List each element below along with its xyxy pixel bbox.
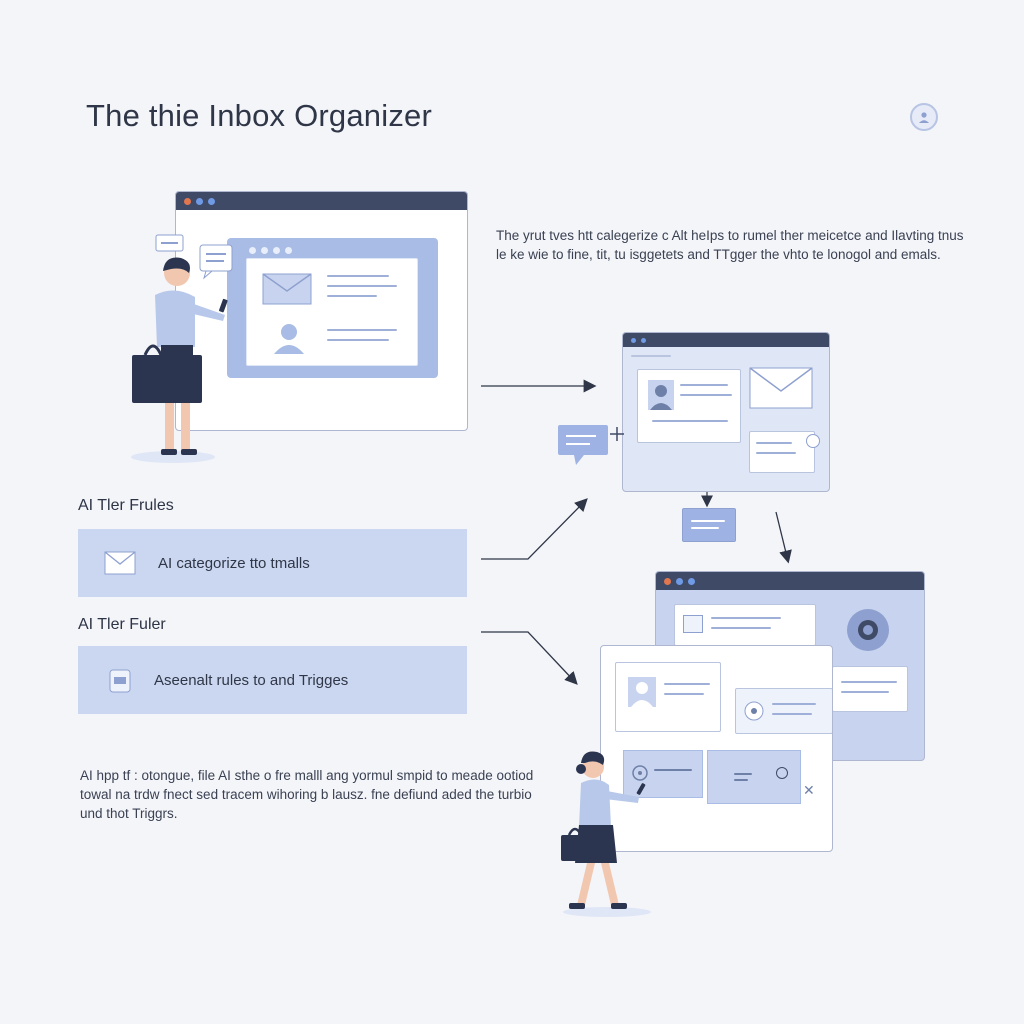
rule-section-label: AI Tler Fuler [78,616,166,633]
triggers-window: ✕ [600,645,833,852]
rule-section-label: AI Tler Frules [78,497,174,514]
trigger-card [707,750,801,804]
message-card [749,431,820,473]
page-title: The thie Inbox Organizer [86,98,432,133]
email-preview-card [246,258,418,366]
window-dot [184,197,191,205]
mail-icon [749,367,813,409]
walking-person-illustration [561,751,651,917]
rule-text: Aseenalt rules to and Trigges [154,671,349,689]
profile-glyph [919,112,929,123]
contact-card [615,662,721,732]
close-icon[interactable]: ✕ [803,782,815,798]
user-icon [628,677,656,707]
user-icon [648,380,674,410]
notification-card [682,508,736,542]
mail-icon [104,551,136,575]
user-icon [274,324,304,354]
chat-icon [155,234,233,280]
window-titlebar [656,572,924,590]
briefcase-icon [109,669,131,693]
sorted-inbox-window [622,332,830,492]
window-dot [196,197,203,205]
contact-card [637,369,741,443]
rule-text: AI categorize tto tmalls [158,554,310,572]
window-dot [664,577,671,585]
arrow-rule2 [481,631,578,685]
gear-icon [806,434,820,448]
arrow-down-right [775,511,792,564]
rule-card [832,666,908,712]
window-dot [676,577,683,585]
inbox-panel [227,238,438,378]
chat-icon [558,425,624,465]
rule-card [674,604,816,646]
intro-description: The yrut tves htt calegerize c Alt heIps… [496,228,964,262]
message-card [735,688,832,734]
window-dot [631,337,636,343]
gear-icon [744,701,764,721]
mail-icon [262,273,312,305]
gear-icon [847,609,889,651]
briefcase-icon [132,344,202,403]
window-dot [688,577,695,585]
window-titlebar [176,192,467,210]
person-with-bag-illustration [131,257,228,463]
window-titlebar [623,333,829,347]
gear-icon [632,765,648,781]
trigger-card [623,750,703,798]
window-dot [208,197,215,205]
profile-icon[interactable] [910,103,938,131]
footer-description: AI hpp tf : otongue, file AI sthe o fre … [80,768,534,821]
window-dot [641,337,646,343]
arrow-rule1 [481,498,588,560]
rule-triggers[interactable]: Aseenalt rules to and Trigges [78,646,467,714]
briefcase-icon [561,827,591,861]
rule-categorize[interactable]: AI categorize tto tmalls [78,529,467,597]
